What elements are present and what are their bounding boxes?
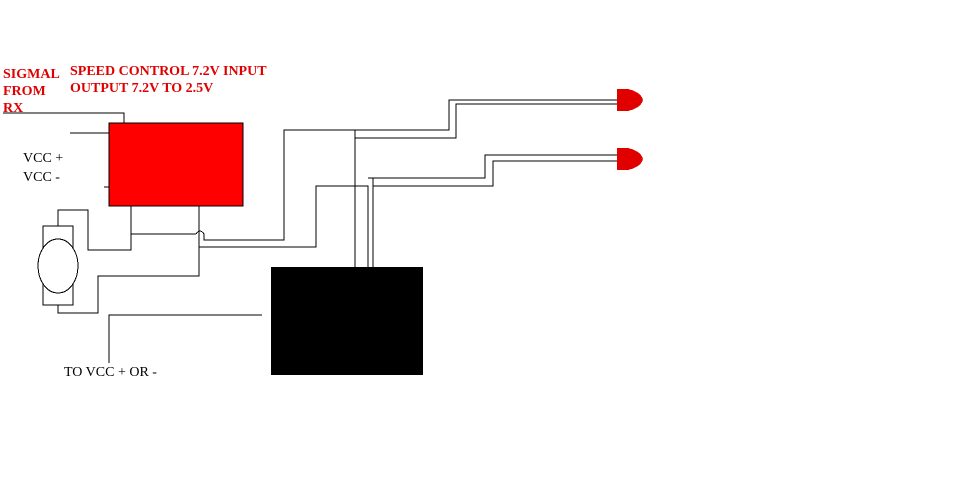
led1-wire-a <box>355 99 617 131</box>
motor-lead-top <box>57 206 132 251</box>
wire-jumper <box>195 230 205 235</box>
speed-control-box <box>108 122 244 207</box>
motor-circle <box>37 238 79 294</box>
speed-control-label-line1: SPEED CONTROL 7.2V INPUT <box>70 64 267 79</box>
vcc-minus-label: VCC - <box>23 170 60 185</box>
black-box <box>271 267 423 375</box>
to-vcc-wire <box>108 314 262 363</box>
speed-control-label-line2: OUTPUT 7.2V TO 2.5V <box>70 81 214 96</box>
motor-lead-bottom <box>57 206 200 314</box>
led1-wire-b <box>355 103 617 139</box>
vcc-plus-label: VCC + <box>23 151 64 166</box>
led-1 <box>617 89 643 111</box>
output-wire <box>199 185 369 267</box>
signal-label-line1: SIGMAL <box>3 67 60 82</box>
to-vcc-label: TO VCC + OR - <box>64 365 157 380</box>
cross-wire-b <box>203 129 356 267</box>
led-2 <box>617 148 643 170</box>
led2-wire-a <box>368 154 617 179</box>
signal-wire <box>3 112 125 123</box>
signal-label-line2: FROM <box>3 84 46 99</box>
signal-label-line3: RX <box>3 101 24 116</box>
led2-wire-b <box>373 160 617 187</box>
